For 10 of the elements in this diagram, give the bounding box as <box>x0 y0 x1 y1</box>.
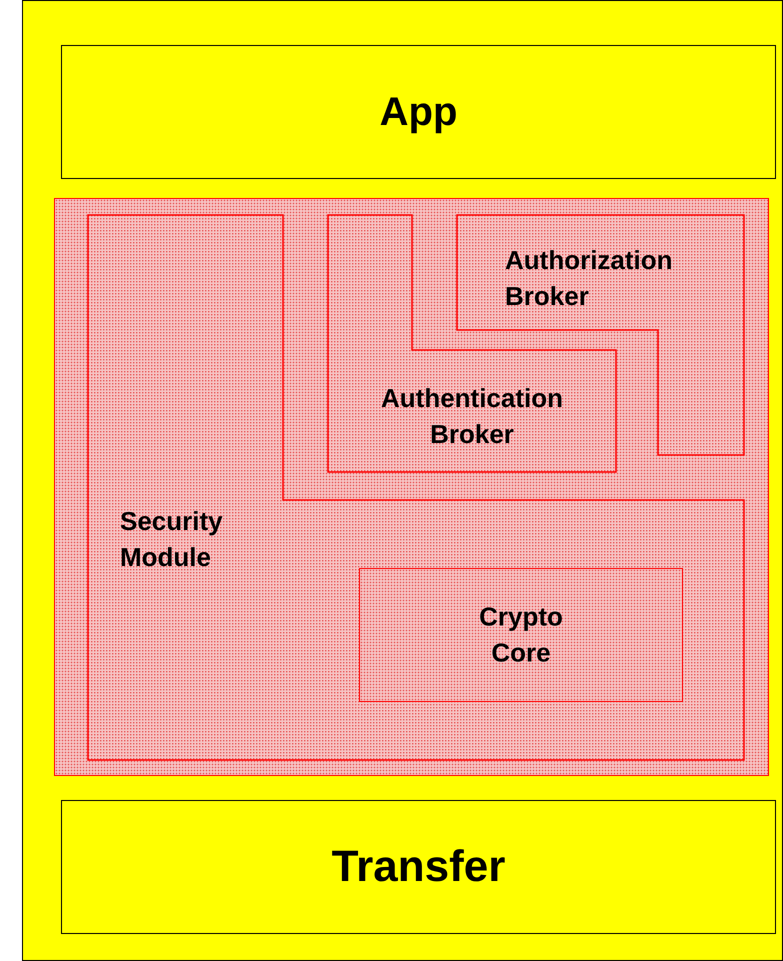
block-label: Crypto Core <box>478 600 564 670</box>
block-label: Authorization Broker <box>505 244 674 314</box>
layer-label: Transfer <box>332 841 506 894</box>
outer-panel <box>22 0 783 961</box>
layer-box <box>61 45 776 179</box>
module-box <box>359 568 683 702</box>
block-label: Security Module <box>120 505 224 574</box>
layer-box <box>61 800 776 934</box>
block-label: Authentication Broker <box>380 382 564 452</box>
layer-label: App <box>380 89 458 136</box>
